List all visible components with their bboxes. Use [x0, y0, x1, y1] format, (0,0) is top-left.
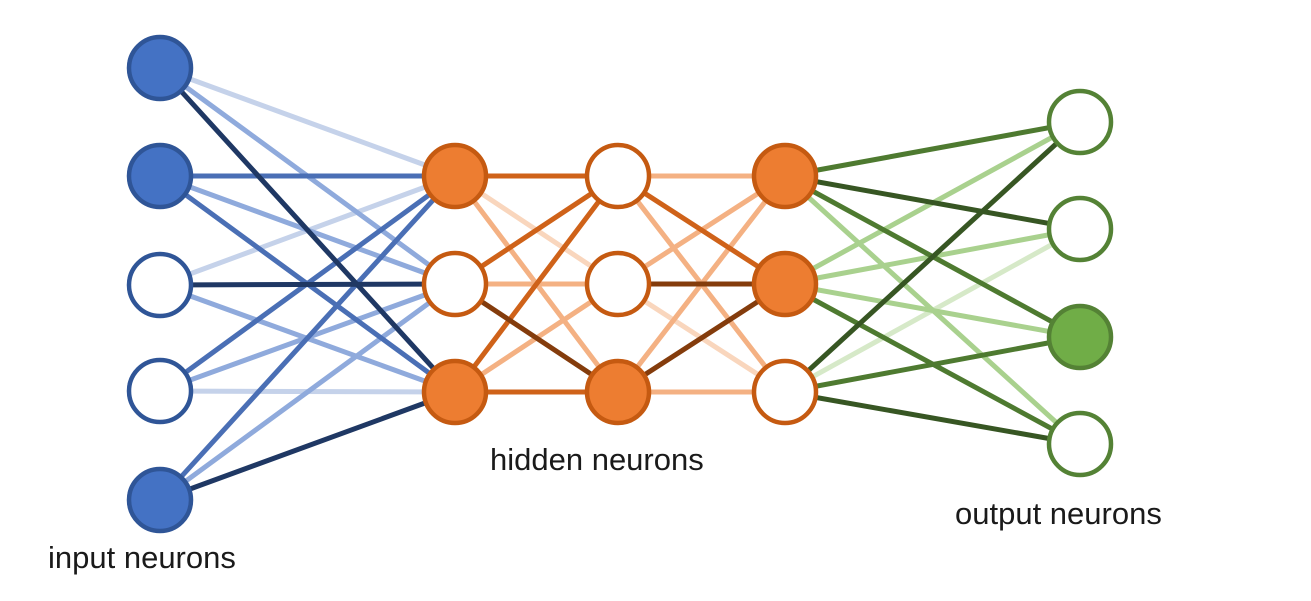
neuron-h1-2: [421, 250, 489, 318]
neuron-in-4: [126, 357, 194, 425]
neuron-out-2: [1046, 195, 1114, 263]
connection-in-5-h1-1: [157, 173, 458, 503]
connection-h3-1-out-2: [782, 173, 1083, 232]
output-neurons-label: output neurons: [955, 496, 1162, 531]
neuron-h3-3: [751, 358, 819, 426]
connection-h3-3-out-1: [782, 119, 1083, 395]
neuron-h3-2: [751, 250, 819, 318]
connection-in-1-h1-1: [157, 65, 458, 179]
neuron-h1-1: [421, 142, 489, 210]
input-neurons-label: input neurons: [48, 540, 236, 575]
connection-in-5-h1-2: [157, 281, 458, 503]
neuron-out-4: [1046, 410, 1114, 478]
connection-h3-3-out-3: [782, 334, 1083, 395]
neuron-out-3: [1046, 303, 1114, 371]
neuron-out-1: [1046, 88, 1114, 156]
connection-h3-1-out-1: [782, 119, 1083, 179]
neuron-h1-3: [421, 358, 489, 426]
connection-h3-3-out-4: [782, 389, 1083, 447]
neuron-h2-1: [584, 142, 652, 210]
neuron-in-2: [126, 142, 194, 210]
neuron-h2-2: [584, 250, 652, 318]
neuron-in-3: [126, 251, 194, 319]
neuron-h3-1: [751, 142, 819, 210]
connection-h1-3-h2-1: [452, 173, 621, 395]
connection-in-5-h1-3: [157, 389, 458, 503]
connection-in-3-h1-2: [157, 281, 458, 288]
neuron-in-1: [126, 34, 194, 102]
neurons-layer: [126, 34, 1114, 534]
neuron-in-5: [126, 466, 194, 534]
connection-h3-2-out-3: [782, 281, 1083, 340]
connection-in-1-h1-3: [157, 65, 458, 395]
hidden-neurons-label: hidden neurons: [490, 442, 704, 477]
neuron-h2-3: [584, 358, 652, 426]
